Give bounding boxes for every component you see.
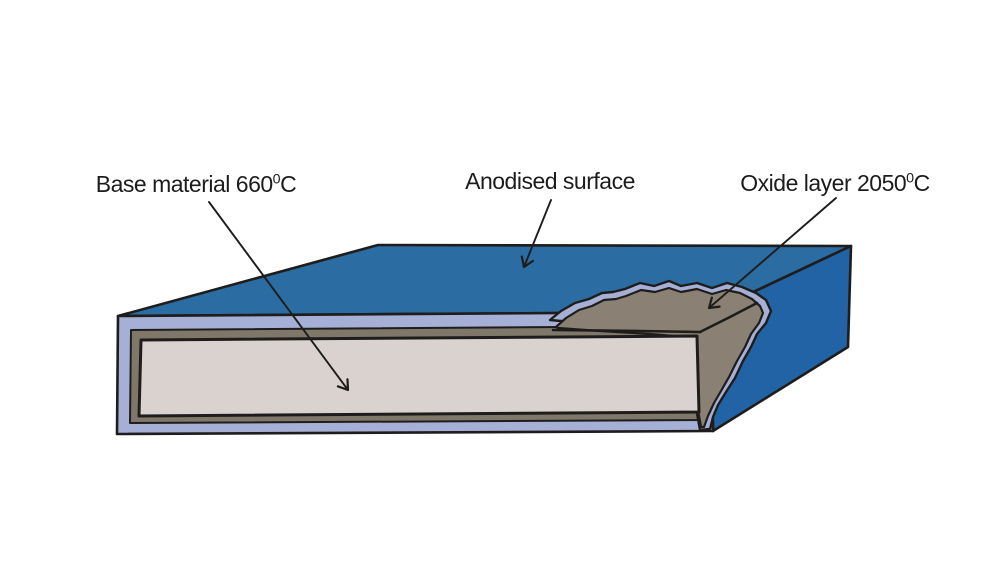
base-material-arrow	[208, 201, 348, 390]
oxide-layer-label-text: Oxide layer 2050	[740, 170, 907, 196]
anodised-surface-label: Anodised surface	[465, 168, 635, 194]
oxide-layer-label: Oxide layer 20500C	[740, 170, 931, 196]
base-material-label-sup: 0	[272, 171, 281, 188]
oxide-layer-arrow	[709, 197, 837, 308]
oxide-layer-label-sup: 0	[906, 170, 914, 187]
corner-ridge-line	[698, 301, 759, 334]
anodised-surface-label-text: Anodised surface	[465, 168, 635, 194]
base-material-core	[137, 334, 701, 418]
oxide-layer-label-unit: C	[913, 170, 931, 196]
base-material-label: Base material 6600C	[95, 171, 297, 197]
anodised-surface-arrow	[524, 199, 552, 267]
exposed-oxide-layer	[554, 286, 765, 429]
base-material-label-text: Base material 660	[95, 171, 273, 197]
base-material-label-unit: C	[280, 171, 297, 197]
front-ridge-line	[551, 328, 702, 334]
